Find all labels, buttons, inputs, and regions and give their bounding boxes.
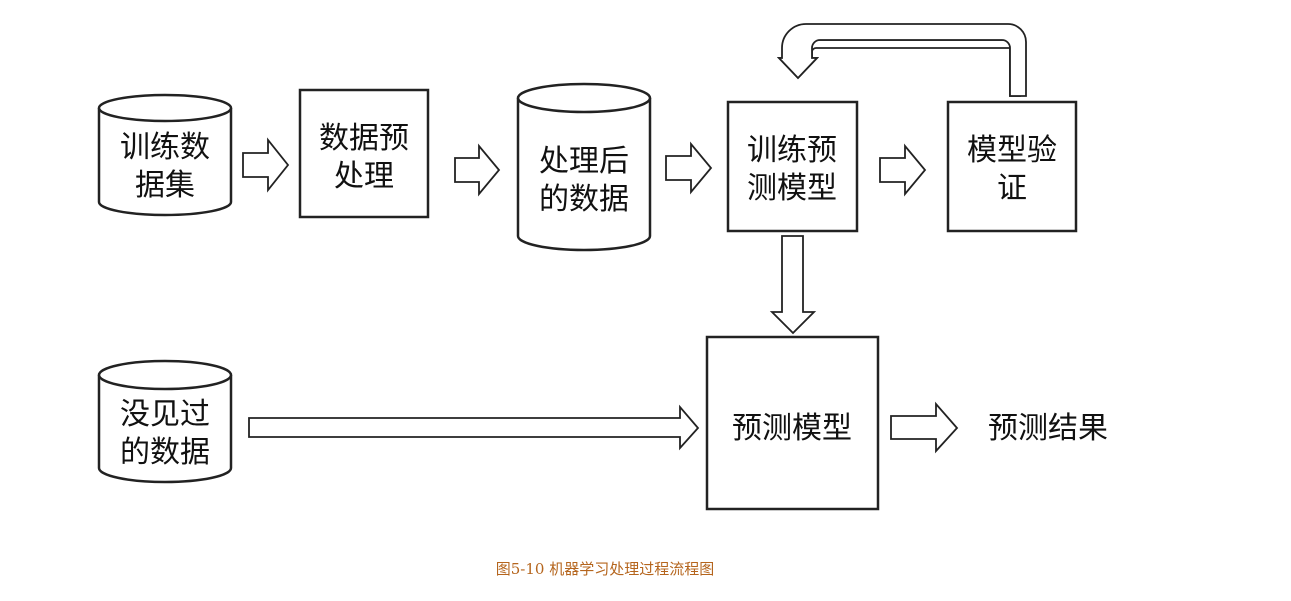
arrow-long-to-predict-model: [248, 404, 700, 451]
train-model-label-2: 测模型: [747, 171, 837, 206]
preprocess-label-1: 数据预: [319, 121, 409, 156]
arrow-down-to-predict-model: [769, 235, 817, 335]
train-model-box: 训练预 测模型: [726, 100, 859, 233]
unseen-data-cylinder: 没见过 的数据: [97, 359, 233, 484]
training-data-cylinder: 训练数 据集: [97, 93, 233, 217]
training-data-label-1: 训练数: [120, 130, 210, 165]
preprocess-label-2: 处理: [334, 159, 394, 194]
figure-caption: 图5-10 机器学习处理过程流程图: [495, 560, 715, 578]
predict-model-label: 预测模型: [732, 411, 852, 446]
result-label: 预测结果: [988, 411, 1108, 446]
predict-model-box: 预测模型: [705, 335, 880, 511]
feedback-arrow: [776, 39, 1021, 97]
arrow-to-validate: [879, 143, 927, 197]
arrow-to-result: [890, 401, 959, 454]
unseen-data-label-2: 的数据: [120, 435, 210, 470]
arrow-to-processed-data: [454, 143, 501, 197]
unseen-data-label-1: 没见过: [120, 397, 210, 432]
train-model-label-1: 训练预: [747, 133, 837, 168]
arrow-to-preprocess: [242, 137, 290, 193]
validate-label-2: 证: [997, 171, 1027, 206]
processed-data-cylinder: 处理后 的数据: [516, 82, 652, 252]
arrow-to-train-model: [665, 141, 713, 195]
preprocess-box: 数据预 处理: [298, 88, 430, 219]
feedback-arrow-outer: [776, 23, 1027, 97]
validate-box: 模型验 证: [946, 100, 1078, 233]
validate-label-1: 模型验: [967, 133, 1057, 168]
training-data-label-2: 据集: [135, 168, 195, 203]
processed-data-label-1: 处理后: [539, 144, 629, 179]
processed-data-label-2: 的数据: [539, 182, 629, 217]
